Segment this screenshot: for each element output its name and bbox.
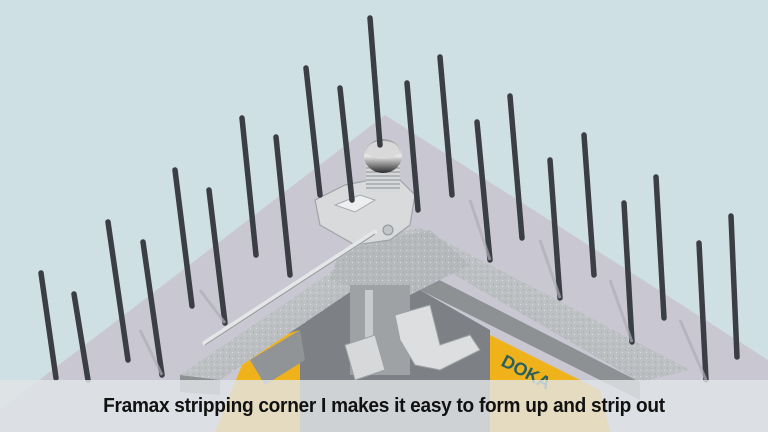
clamp bbox=[394, 304, 481, 371]
subtitle-text: Framax stripping corner I makes it easy … bbox=[103, 394, 665, 417]
rebar-rods bbox=[38, 15, 740, 383]
subtitle-bar: Framax stripping corner I makes it easy … bbox=[0, 380, 768, 432]
tie-rod bbox=[202, 229, 378, 346]
